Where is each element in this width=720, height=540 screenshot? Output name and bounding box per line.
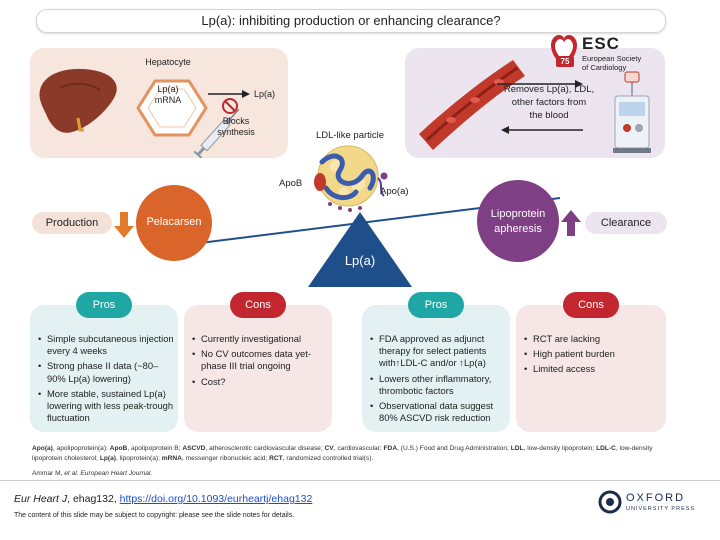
liver-icon	[39, 68, 117, 133]
apheresis-cons-list: RCT are lacking High patient burden Limi…	[524, 333, 662, 379]
pelacarsen-circle	[136, 185, 212, 261]
apheresis-pros-list: FDA approved as adjunct therapy for sele…	[370, 333, 508, 427]
page-title: Lp(a): inhibiting production or enhancin…	[201, 13, 501, 28]
apheresis-illustration	[419, 60, 651, 153]
apheresis-circle	[477, 180, 559, 262]
apheresis-label: Lipoprotein apheresis	[490, 208, 546, 235]
apheresis-cons-tag: Cons	[563, 292, 619, 318]
title-bar: Lp(a): inhibiting production or enhancin…	[36, 9, 666, 33]
pelacarsen-pros-tag: Pros	[76, 292, 132, 318]
pelacarsen-cons-list: Currently investigational No CV outcomes…	[192, 333, 328, 391]
pelacarsen-cons-tag: Cons	[230, 292, 286, 318]
apheresis-machine-icon	[613, 71, 651, 153]
apob-label: ApoB	[279, 178, 303, 189]
fulcrum-label: Lp(a)	[344, 253, 376, 268]
list-item: Limited access	[524, 363, 662, 375]
citation: Ammar M, et al. European Heart Journal.	[32, 470, 153, 477]
oup-logo-icon	[598, 490, 622, 514]
list-item: Strong phase II data (~80–90% Lp(a) lowe…	[38, 360, 174, 384]
balance-fulcrum	[308, 212, 412, 287]
list-item: Cost?	[192, 376, 328, 388]
balance-scale	[114, 180, 581, 287]
hepatocyte-label: Hepatocyte	[145, 57, 191, 67]
list-item: Lowers other inflammatory, thrombotic fa…	[370, 373, 508, 397]
particle-label: LDL-like particle	[315, 130, 385, 141]
pelacarsen-label: Pelacarsen	[146, 216, 202, 228]
esc-badge: 75	[556, 56, 574, 67]
apoa-label: Apo(a)	[380, 186, 409, 197]
divider	[0, 480, 720, 481]
doi-link[interactable]: https://doi.org/10.1093/eurheartj/ehag13…	[119, 493, 313, 505]
list-item: More stable, sustained Lp(a) lowering wi…	[38, 388, 174, 425]
arrow-up-icon: ↑	[459, 357, 464, 369]
pelacarsen-pros-list: Simple subcutaneous injection every 4 we…	[38, 333, 174, 427]
esc-name: European Society of Cardiology	[582, 54, 642, 72]
ldl-particle-icon	[314, 145, 388, 212]
syringe-icon	[193, 109, 240, 158]
hepatocyte-illustration	[39, 68, 250, 158]
apheresis-pros-tag: Pros	[408, 292, 464, 318]
production-pill: Production	[32, 212, 112, 234]
clearance-pill: Clearance	[585, 212, 667, 234]
copyright-note: The content of this slide may be subject…	[14, 512, 295, 519]
list-item: Currently investigational	[192, 333, 328, 345]
list-item: No CV outcomes data yet-phase III trial …	[192, 348, 328, 372]
oup-name: OXFORD	[626, 492, 686, 504]
footer-reference: Eur Heart J, ehag132, https://doi.org/10…	[14, 493, 313, 505]
mrna-label: Lp(a) mRNA	[154, 84, 182, 105]
list-item: FDA approved as adjunct therapy for sele…	[370, 333, 508, 370]
list-item: RCT are lacking	[524, 333, 662, 345]
down-arrow-icon	[114, 226, 134, 238]
esc-logo-text: ESC	[582, 34, 620, 53]
hepatocyte-hexagon	[136, 79, 208, 137]
block-icon	[222, 98, 238, 114]
oup-subname: UNIVERSITY PRESS	[626, 506, 696, 512]
removes-description: Removes Lp(a), LDL, other factors from t…	[503, 84, 595, 121]
list-item: Observational data suggest 80% ASCVD ris…	[370, 400, 508, 424]
abbreviations: Apo(a), apolipoprotein(a); ApoB, apolipo…	[32, 445, 653, 462]
list-item: Simple subcutaneous injection every 4 we…	[38, 333, 174, 357]
lpa-output-label: Lp(a)	[254, 89, 276, 99]
up-arrow-icon	[561, 210, 581, 222]
blocks-synthesis-label: Blocks synthesis	[217, 116, 255, 137]
list-item: High patient burden	[524, 348, 662, 360]
arrow-up-icon: ↑	[395, 357, 401, 369]
